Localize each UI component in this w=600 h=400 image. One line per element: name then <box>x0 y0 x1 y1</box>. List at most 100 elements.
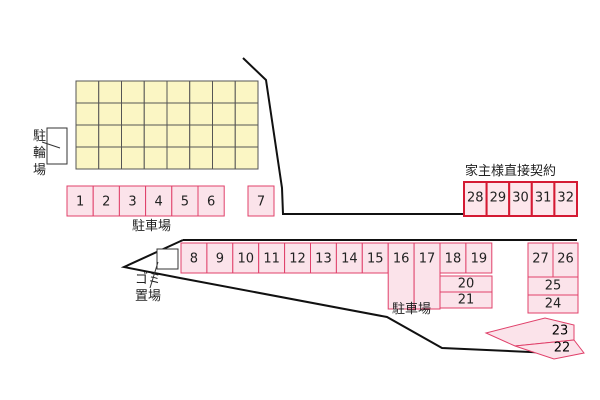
parking-stall: 7 <box>247 185 275 217</box>
parking-stall-number: 30 <box>512 191 529 206</box>
building-unit <box>234 124 259 148</box>
parking-stall-number: 3 <box>128 195 136 210</box>
parking-stall: 5 <box>171 185 199 217</box>
parking-stall-number: 21 <box>458 293 475 308</box>
garbage-pointer <box>149 261 159 289</box>
parking-stall: 24 <box>527 294 579 314</box>
building-unit <box>98 146 122 170</box>
garbage-label-2: 置場 <box>135 289 161 304</box>
building-unit <box>98 102 122 126</box>
building-unit <box>189 124 213 148</box>
building-unit <box>234 80 259 104</box>
building-unit <box>166 102 191 126</box>
parking-stall-outline <box>552 242 579 278</box>
parking-stall-outline <box>247 185 275 217</box>
building-unit <box>234 146 259 170</box>
parking-stall: 12 <box>284 242 312 274</box>
building-unit <box>189 80 213 104</box>
parking-stall-number: 16 <box>393 252 410 267</box>
parking-stall-outline <box>206 242 234 274</box>
parking-stall-number: 18 <box>445 252 462 267</box>
road-lower <box>120 239 575 355</box>
parking-stall: 10 <box>232 242 260 274</box>
parking-stall-number: 32 <box>557 191 574 206</box>
bike-parking-pointer <box>41 141 61 149</box>
parking-stall-outline <box>465 242 493 274</box>
parking-stall-outline <box>439 291 493 309</box>
parking-stall-outline <box>439 242 467 274</box>
parking-stall: 30 <box>508 181 533 217</box>
building-unit <box>212 80 236 104</box>
building-grid <box>75 80 259 170</box>
parking-stall: 2 <box>92 185 120 217</box>
parking-stall-number: 15 <box>367 252 384 267</box>
parking-stall: 4 <box>145 185 173 217</box>
parking-stall-23-outline <box>484 317 575 347</box>
parking-stall-number: 12 <box>289 252 306 267</box>
building-unit <box>212 124 236 148</box>
building-unit <box>166 80 191 104</box>
parking-stall-outline <box>118 185 147 217</box>
stall-7-group: 7 <box>247 185 275 217</box>
parking-stall-number: 13 <box>315 252 332 267</box>
building-unit <box>212 102 236 126</box>
parking-stall: 3 <box>118 185 147 217</box>
parking-stall: 6 <box>197 185 225 217</box>
parking-stall-number: 29 <box>490 191 507 206</box>
parking-stall: 20 <box>439 275 493 293</box>
building-unit <box>75 80 100 104</box>
parking-stall-number: 2 <box>102 195 110 210</box>
parking-stall-22-number: 22 <box>554 341 571 356</box>
building-unit <box>75 102 100 126</box>
parking-stall: 16 <box>387 242 415 310</box>
parking-stall-23-number: 23 <box>552 324 569 339</box>
parking-stall-22-outline <box>514 339 585 360</box>
parking-stall-outline <box>361 242 389 274</box>
parking-stall: 21 <box>439 291 493 309</box>
building-unit <box>166 124 191 148</box>
parking-stall-number: 1 <box>76 195 84 210</box>
parking-stall-outline <box>171 185 199 217</box>
parking-stall: 29 <box>485 181 511 217</box>
parking-stall-outline <box>310 242 337 274</box>
parking-stall: 17 <box>413 242 441 310</box>
building-unit <box>75 146 100 170</box>
parking-stall: 9 <box>206 242 234 274</box>
parking-stall-outline <box>258 242 286 274</box>
parking-stall: 15 <box>361 242 389 274</box>
parking-stall: 11 <box>258 242 286 274</box>
building-unit <box>121 124 145 148</box>
parking-stall-number: 4 <box>155 195 163 210</box>
parking-stall: 31 <box>530 181 556 217</box>
building-unit <box>121 80 145 104</box>
parking-stall: 1 <box>66 185 94 217</box>
building-unit <box>143 80 168 104</box>
building-unit <box>121 102 145 126</box>
garbage-box <box>156 248 179 270</box>
parking-stall-number: 5 <box>181 195 189 210</box>
parking-stall-outline <box>387 242 415 310</box>
parking-stall-number: 8 <box>190 252 198 267</box>
parking-stall: 26 <box>552 242 579 278</box>
parking-label-lower: 駐車場 <box>392 302 431 317</box>
parking-stall: 8 <box>180 242 208 274</box>
building-unit <box>166 146 191 170</box>
parking-stall-number: 31 <box>535 191 552 206</box>
parking-stall-number: 14 <box>341 252 358 267</box>
bike-parking-label-1: 駐 <box>33 129 46 144</box>
building-unit <box>98 124 122 148</box>
building-unit <box>143 124 168 148</box>
bike-parking-box <box>46 127 68 165</box>
building-unit <box>234 102 259 126</box>
parking-stall-number: 25 <box>545 279 562 294</box>
building-unit <box>143 146 168 170</box>
parking-stall-number: 24 <box>545 297 562 312</box>
parking-stall: 27 <box>527 242 554 278</box>
parking-stall-number: 6 <box>207 195 215 210</box>
parking-stall: 13 <box>310 242 337 274</box>
stall-row-1: 1 2 3 4 5 6 <box>66 185 225 217</box>
parking-stall-outline <box>197 185 225 217</box>
